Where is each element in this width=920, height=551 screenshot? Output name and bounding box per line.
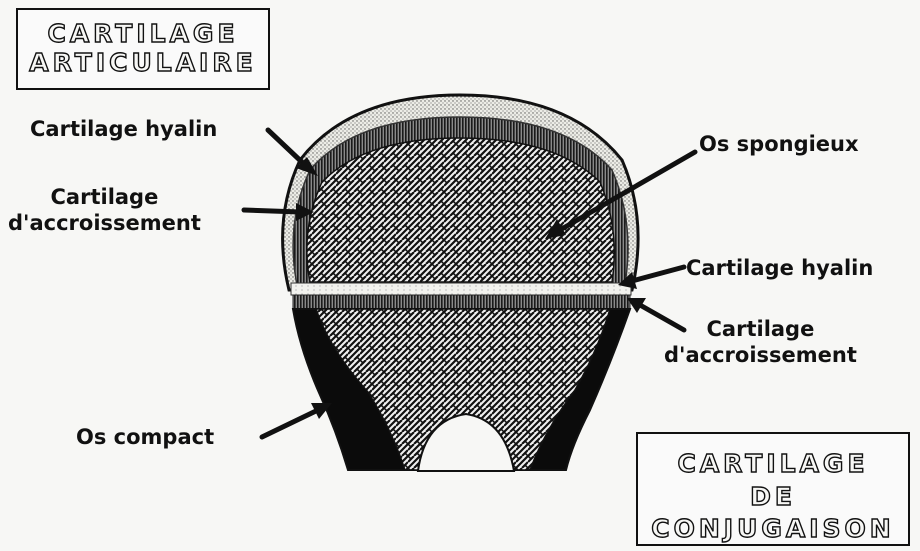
- label-line2: d'accroissement: [8, 211, 201, 237]
- label-line2: d'accroissement: [664, 343, 857, 369]
- label-cartilage-accroissement-right: Cartilage d'accroissement: [664, 317, 857, 368]
- box-title-line1: CARTILAGE: [638, 448, 908, 481]
- epiphysis-spongy-bone: [307, 138, 614, 282]
- cartilage-articulaire-box: CARTILAGE ARTICULAIRE: [16, 8, 270, 90]
- label-os-compact: Os compact: [76, 425, 214, 451]
- growth-plate-hyalin: [291, 283, 631, 295]
- label-cartilage-hyalin-top: Cartilage hyalin: [30, 117, 217, 143]
- label-cartilage-accroissement-top: Cartilage d'accroissement: [8, 185, 201, 236]
- label-cartilage-hyalin-right: Cartilage hyalin: [686, 256, 873, 282]
- label-os-spongieux: Os spongieux: [699, 132, 859, 158]
- growth-plate-accroissement: [293, 295, 630, 309]
- box-title-line2: DE: [638, 481, 908, 514]
- box-title-line3: CONJUGAISON: [638, 513, 908, 546]
- cartilage-conjugaison-box: CARTILAGE DE CONJUGAISON: [636, 432, 910, 546]
- label-line1: Cartilage: [8, 185, 201, 211]
- box-title-line2: ARTICULAIRE: [18, 49, 268, 78]
- label-line1: Cartilage: [664, 317, 857, 343]
- box-title-line1: CARTILAGE: [18, 20, 268, 49]
